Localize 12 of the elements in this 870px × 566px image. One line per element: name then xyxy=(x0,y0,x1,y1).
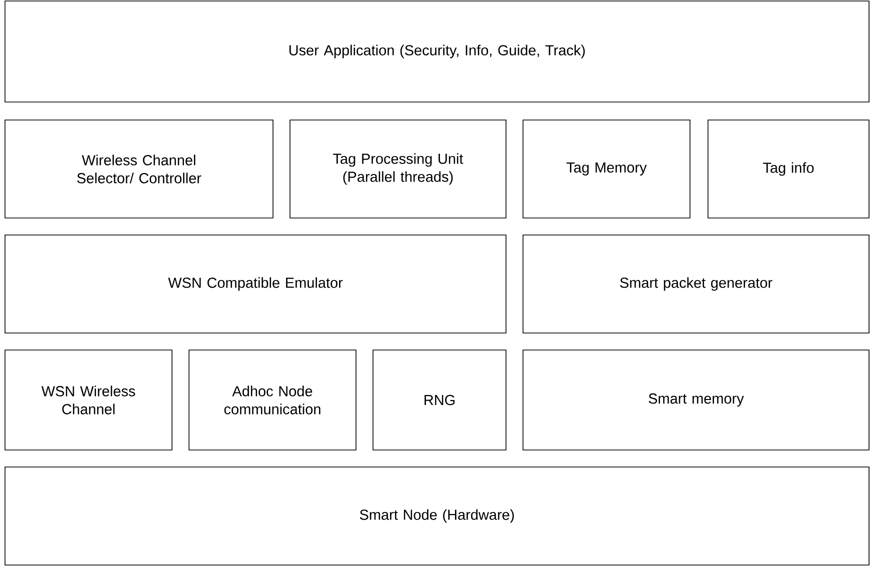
layer-box: Smart Node (Hardware) xyxy=(4,466,870,566)
module-box: Smart memory xyxy=(522,350,870,450)
module-box: Tag Processing Unit (Parallel threads) xyxy=(290,120,506,218)
module-box: Adhoc Node communication xyxy=(188,350,356,450)
module-box: Tag Memory xyxy=(522,120,690,218)
module-box: Tag info xyxy=(708,120,870,218)
layer-box: WSN Compatible Emulator xyxy=(4,234,506,334)
module-box: RNG xyxy=(372,350,506,450)
module-box: WSN Wireless Channel xyxy=(4,350,172,450)
module-box: Wireless Channel Selector/ Controller xyxy=(4,120,274,218)
module-box: Smart packet generator xyxy=(522,234,870,334)
layer-box: User Application (Security, Info, Guide, Track) xyxy=(4,0,870,102)
